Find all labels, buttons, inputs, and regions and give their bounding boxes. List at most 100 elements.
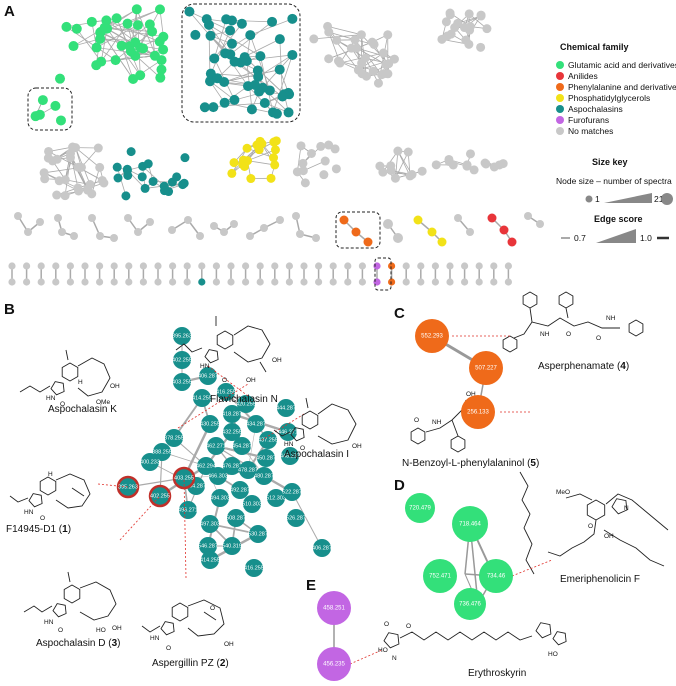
node (269, 153, 279, 163)
node-label: 480.287 (254, 473, 274, 479)
node (23, 262, 31, 270)
node (324, 54, 334, 64)
legend-title: Chemical family (560, 42, 629, 52)
node (128, 73, 139, 84)
legend-label: No matches (568, 126, 613, 136)
node-label: 395.263 (118, 484, 138, 490)
node-pair (329, 262, 337, 286)
ring (628, 319, 644, 337)
node-label: 446.271 (278, 429, 298, 435)
node (393, 146, 403, 156)
cluster-aspochalasins-large (184, 6, 298, 119)
node (146, 218, 154, 226)
node (183, 262, 191, 270)
atom-label: NH (540, 331, 550, 338)
node (8, 278, 16, 286)
node-label: 458.251 (323, 606, 345, 612)
node (465, 149, 475, 159)
panel-c-network: 552.293 507.227 256.133 (415, 319, 530, 429)
atom-label: O (222, 377, 227, 384)
highlight-box-glutamic-small (27, 87, 73, 131)
edge (327, 26, 362, 36)
node-456-235 (317, 647, 351, 681)
ring (450, 435, 466, 453)
node-752-471 (423, 559, 457, 593)
node (91, 42, 102, 53)
node-pair (212, 262, 220, 286)
node (499, 225, 509, 235)
node (68, 142, 78, 152)
node (352, 43, 362, 53)
node (211, 489, 229, 507)
edge (397, 150, 411, 177)
node (431, 160, 441, 170)
node-736-476 (454, 588, 486, 620)
node (431, 278, 439, 286)
node (125, 262, 133, 270)
node (122, 165, 132, 175)
ring (160, 621, 175, 636)
node-label: 437.255 (258, 437, 278, 443)
node (257, 82, 268, 93)
node-label: 416.255 (216, 389, 236, 395)
node-pair (285, 262, 293, 286)
node (199, 367, 217, 385)
group-grey (14, 212, 44, 236)
node-label: 378.255 (164, 435, 184, 441)
node (444, 157, 454, 167)
panel-b-network: 395.263402.255403.255406.287414.255416.2… (116, 327, 332, 577)
panel-label-e: E (306, 577, 316, 594)
node (351, 227, 361, 237)
node (153, 443, 171, 461)
node (312, 234, 320, 242)
highlighted-node (116, 475, 140, 499)
edge (106, 8, 138, 29)
node (246, 174, 256, 184)
node (445, 8, 455, 18)
node (23, 278, 31, 286)
node (287, 13, 298, 24)
node-pair (446, 262, 454, 286)
node-label: 434.287 (246, 421, 266, 427)
node (149, 50, 160, 61)
node (14, 212, 22, 220)
node-label: 402.255 (172, 357, 192, 363)
node (504, 262, 512, 270)
node (183, 278, 191, 286)
highlight-box-furofurans (374, 257, 392, 291)
bond (519, 471, 535, 575)
legend-swatch (556, 105, 564, 113)
label-aspochalasin-i: Aspochalasin I (284, 449, 349, 460)
node (461, 262, 469, 270)
node (270, 160, 280, 170)
node (121, 191, 131, 201)
node (306, 148, 316, 158)
node-pair (504, 262, 512, 286)
panel-label-b: B (4, 301, 15, 318)
node (110, 278, 118, 286)
bond (547, 519, 597, 557)
node (158, 44, 169, 55)
label-aspergillin-pz: Aspergillin PZ (2) (152, 658, 229, 669)
node-label: 720.479 (409, 506, 431, 512)
node (277, 91, 288, 102)
node (196, 232, 204, 240)
edge (328, 31, 356, 41)
node-label: 420.255 (236, 401, 256, 407)
node (95, 162, 105, 172)
node (271, 262, 279, 270)
group-grey (210, 220, 238, 236)
bond (565, 307, 569, 319)
node (481, 159, 491, 169)
node (190, 29, 201, 40)
ring (204, 349, 219, 364)
ring (410, 427, 426, 445)
legend: Chemical family Glutamic acid and deriva… (556, 42, 676, 243)
atom-label: OH (246, 377, 256, 384)
atom-label: HN (200, 363, 210, 370)
node (298, 166, 308, 176)
ring (552, 631, 567, 646)
node (378, 167, 388, 177)
label-benzoyl-phenylalaninol: N-Benzoyl-L-phenylalaninol (5) (402, 458, 539, 469)
node (205, 30, 216, 41)
